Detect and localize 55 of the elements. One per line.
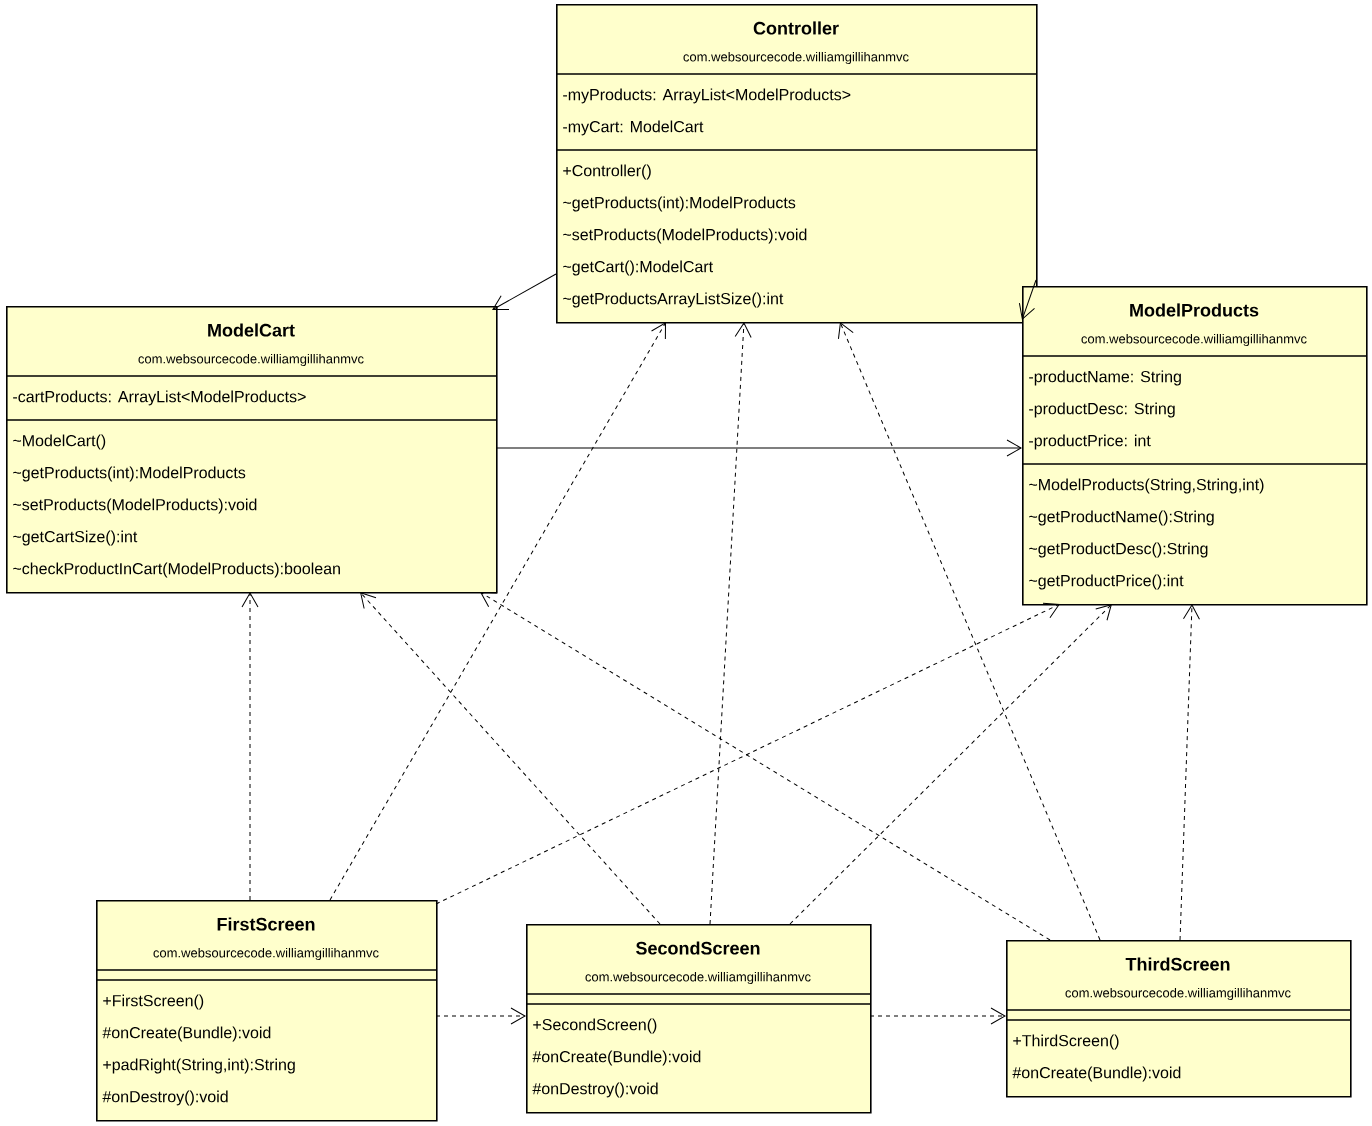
attribute: -productName: String — [1029, 370, 1181, 386]
arrow — [837, 322, 1101, 941]
arrow — [1179, 604, 1200, 941]
class-box — [1005, 940, 1352, 1098]
method: ~getProducts(int):ModelProducts — [563, 196, 796, 212]
method: #onDestroy():void — [532, 1082, 658, 1098]
arrow — [1018, 279, 1037, 320]
method: ~getProductDesc():String — [1029, 542, 1208, 558]
class-box — [525, 924, 872, 1114]
arrow — [435, 602, 1060, 905]
class-box — [95, 900, 438, 1122]
arrow — [329, 322, 666, 901]
method: ~ModelProducts(String,String,int) — [1029, 478, 1264, 494]
class-box — [5, 306, 498, 594]
method: ~setProducts(ModelProducts):void — [563, 228, 807, 244]
arrow — [241, 592, 259, 901]
method: +SecondScreen() — [533, 1018, 657, 1034]
arrow — [869, 1007, 1006, 1025]
method: ~checkProductInCart(ModelProducts):boolean — [13, 562, 340, 578]
class-name: SecondScreen — [636, 941, 760, 955]
method: ~getCart():ModelCart — [563, 260, 713, 276]
class-box — [555, 4, 1038, 324]
method: +ThirdScreen() — [1013, 1034, 1119, 1050]
method: +padRight(String,int):String — [103, 1058, 295, 1074]
attribute: -myCart: ModelCart — [563, 120, 704, 136]
method: ~getProductsArrayListSize():int — [563, 292, 784, 308]
attribute: -productDesc: String — [1029, 402, 1175, 418]
method: +Controller() — [563, 164, 651, 180]
arrow — [709, 322, 752, 925]
attribute: -productPrice: int — [1029, 434, 1151, 450]
method: ~getProducts(int):ModelProducts — [13, 466, 246, 482]
arrow — [435, 1007, 526, 1025]
arrow — [360, 592, 661, 925]
attribute: -cartProducts: ArrayList<ModelProducts> — [13, 390, 306, 406]
attribute: -myProducts: ArrayList<ModelProducts> — [563, 88, 851, 104]
method: ~setProducts(ModelProducts):void — [13, 498, 257, 514]
method: #onCreate(Bundle):void — [532, 1050, 701, 1066]
class-name: ModelProducts — [1130, 303, 1259, 317]
class-name: ThirdScreen — [1125, 957, 1230, 971]
class-box — [1021, 286, 1368, 606]
method: ~getCartSize():int — [13, 530, 138, 546]
method: #onCreate(Bundle):void — [1012, 1066, 1181, 1082]
class-name: FirstScreen — [217, 917, 315, 931]
arrow — [789, 604, 1112, 925]
method: ~getProductName():String — [1029, 510, 1214, 526]
arrow — [480, 592, 1051, 941]
class-name: Controller — [753, 21, 839, 35]
method: #onCreate(Bundle):void — [102, 1026, 271, 1042]
class-name: ModelCart — [208, 323, 295, 337]
arrow — [495, 439, 1022, 457]
method: ~getProductPrice():int — [1029, 574, 1184, 590]
method: ~ModelCart() — [13, 434, 106, 450]
arrow — [492, 273, 557, 311]
method: +FirstScreen() — [103, 994, 204, 1010]
method: #onDestroy():void — [102, 1090, 228, 1106]
